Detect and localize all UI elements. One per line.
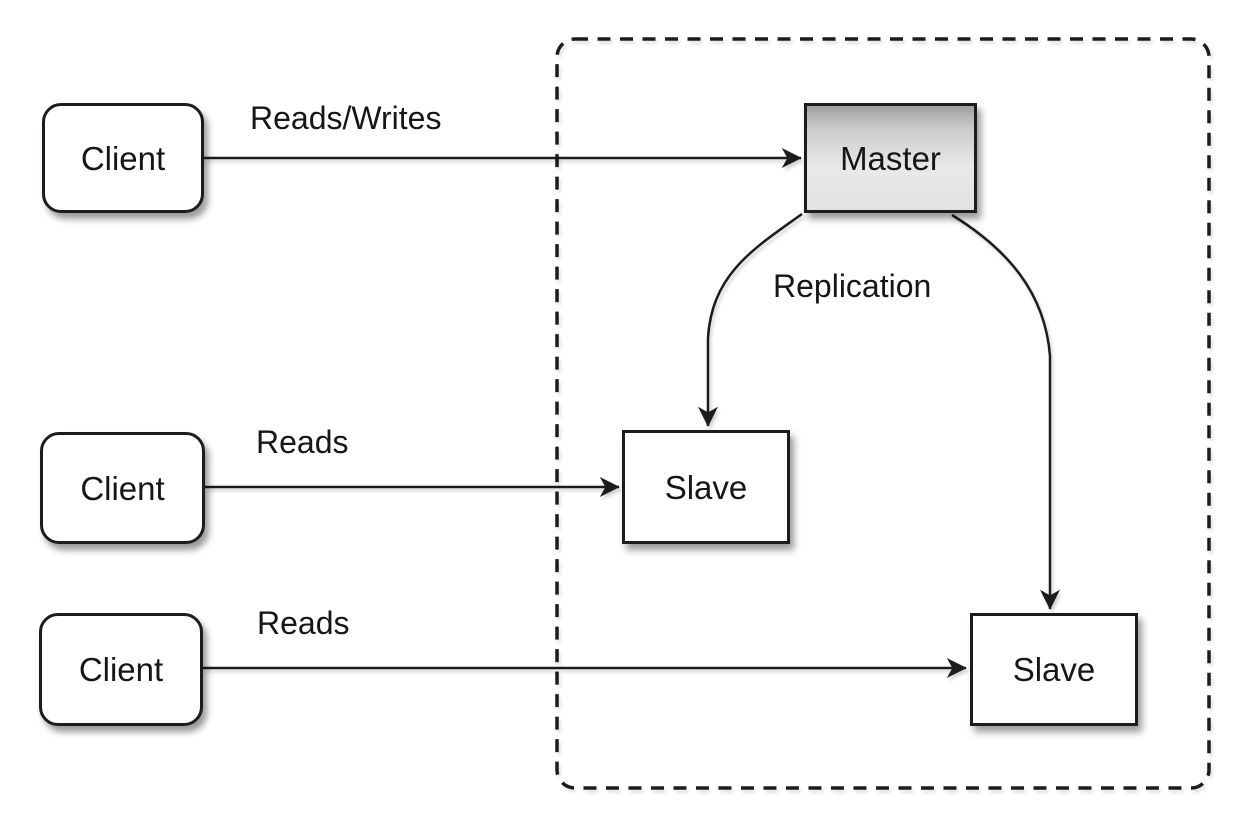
arrow-master-to-slave-right [951, 213, 1060, 610]
client-node-top-label: Client [80, 139, 166, 177]
replication-cluster-boundary [555, 37, 1211, 790]
client-node-middle-label: Client [80, 469, 165, 507]
client-node-top: Client [42, 103, 204, 213]
slave-node-left-label: Slave [664, 468, 748, 506]
client-node-middle: Client [40, 432, 205, 544]
slave-node-right: Slave [970, 613, 1138, 726]
edge-label-replication: Replication [773, 268, 932, 304]
master-node: Master [804, 103, 977, 213]
edge-label-reads-bottom: Reads [257, 605, 350, 641]
slave-node-right-label: Slave [1012, 651, 1096, 688]
slave-node-left: Slave [622, 430, 790, 544]
client-node-bottom-label: Client [78, 651, 164, 688]
arrow-master-to-slave-left [698, 212, 803, 427]
edge-label-reads-middle: Reads [256, 424, 349, 460]
client-node-bottom: Client [39, 613, 203, 726]
edge-label-reads-writes: Reads/Writes [250, 100, 442, 136]
master-node-label: Master [840, 139, 941, 177]
